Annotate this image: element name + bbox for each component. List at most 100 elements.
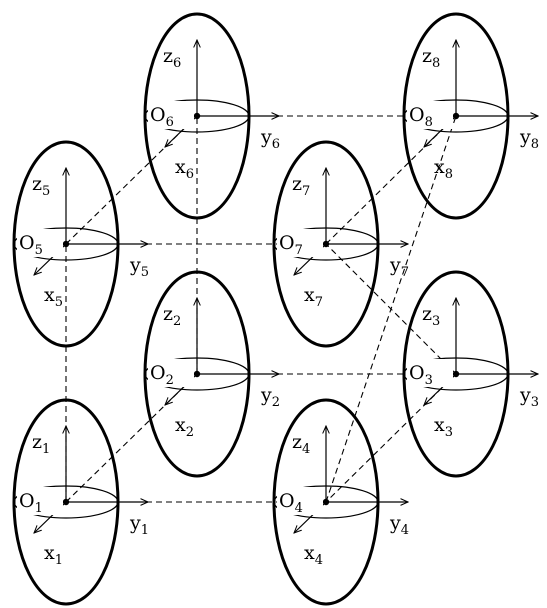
y-axis-label-5: y5 (129, 254, 149, 280)
x-axis-label-4: x4 (304, 542, 323, 568)
origin-label-1-symbol: O (19, 490, 35, 512)
origin-label-3-symbol: O (409, 362, 425, 384)
y-axis-label-3-symbol: y (519, 384, 531, 406)
z-axis-label-7-subscript: 7 (302, 184, 310, 199)
z-axis-label-5: z5 (32, 173, 50, 199)
z-axis-label-5-subscript: 5 (42, 184, 50, 199)
x-axis-label-5: x5 (44, 284, 63, 310)
z-axis-label-2: z2 (163, 303, 181, 329)
origin-label-backdrop (407, 359, 453, 387)
origin-label-1-subscript: 1 (35, 501, 43, 516)
origin-label-6-symbol: O (150, 104, 166, 126)
origin-label-3: O3 (409, 362, 433, 388)
x-axis-label-8-subscript: 8 (445, 167, 453, 182)
x-axis-label-1-subscript: 1 (55, 553, 63, 568)
z-axis-label-5-symbol: z (32, 173, 42, 195)
x-axis-label-7-subscript: 7 (315, 295, 323, 310)
x-axis-label-6-subscript: 6 (186, 167, 194, 182)
origin-label-5-subscript: 5 (35, 243, 43, 258)
z-axis-label-8-symbol: z (422, 45, 432, 67)
y-axis-label-2-subscript: 2 (272, 395, 280, 410)
origin-label-7-subscript: 7 (295, 243, 303, 258)
origin-label-8-symbol: O (409, 104, 425, 126)
x-axis-label-6: x6 (175, 156, 194, 182)
y-axis-label-3: y3 (519, 384, 539, 410)
y-axis-label-1: y1 (129, 512, 149, 538)
x-axis-label-3: x3 (434, 414, 453, 440)
origin-dot (322, 240, 330, 248)
x-axis-label-1-symbol: x (44, 542, 55, 564)
ellipsoid-nodes: z1y1x1O1z2y2x2O2z3y3x3O3z4y4x4O4z5y5x5O5… (12, 12, 539, 606)
z-axis-label-6-subscript: 6 (173, 56, 181, 71)
x-axis-label-3-subscript: 3 (445, 425, 453, 440)
z-axis-label-7-symbol: z (292, 173, 302, 195)
y-axis-label-8: y8 (519, 126, 539, 152)
x-axis-label-7-symbol: x (304, 284, 315, 306)
y-axis-label-7: y7 (389, 254, 409, 280)
origin-label-8: O8 (409, 104, 433, 130)
origin-label-6: O6 (150, 104, 174, 130)
x-axis-label-5-subscript: 5 (55, 295, 63, 310)
z-axis-label-1-symbol: z (32, 431, 42, 453)
x-axis-label-1: x1 (44, 542, 63, 568)
origin-label-backdrop (148, 101, 194, 129)
origin-label-backdrop (277, 229, 323, 257)
z-axis-label-3-subscript: 3 (432, 314, 440, 329)
origin-dot (62, 498, 70, 506)
z-axis-label-6: z6 (163, 45, 181, 71)
y-axis-label-5-subscript: 5 (141, 265, 149, 280)
origin-dot (193, 370, 201, 378)
origin-dot (62, 240, 70, 248)
x-axis-label-2-symbol: x (175, 414, 186, 436)
origin-label-4-symbol: O (279, 490, 295, 512)
origin-dot (452, 370, 460, 378)
origin-label-8-subscript: 8 (425, 115, 433, 130)
origin-label-2-subscript: 2 (166, 373, 174, 388)
x-axis-label-5-symbol: x (44, 284, 55, 306)
origin-label-5-symbol: O (19, 232, 35, 254)
y-axis-label-4-subscript: 4 (401, 523, 409, 538)
x-axis-label-4-subscript: 4 (315, 553, 323, 568)
x-axis-label-2-subscript: 2 (186, 425, 194, 440)
z-axis-label-1-subscript: 1 (42, 442, 50, 457)
origin-label-4: O4 (279, 490, 303, 516)
x-axis-label-8-symbol: x (434, 156, 445, 178)
y-axis-label-4: y4 (389, 512, 409, 538)
origin-dot (322, 498, 330, 506)
z-axis-label-2-symbol: z (163, 303, 173, 325)
z-axis-label-8-subscript: 8 (432, 56, 440, 71)
x-axis-label-8: x8 (434, 156, 453, 182)
z-axis-label-3: z3 (422, 303, 440, 329)
y-axis-label-8-subscript: 8 (531, 137, 539, 152)
origin-label-3-subscript: 3 (425, 373, 433, 388)
z-axis-label-3-symbol: z (422, 303, 432, 325)
z-axis-label-4-symbol: z (292, 431, 302, 453)
y-axis-label-7-subscript: 7 (401, 265, 409, 280)
y-axis-label-8-symbol: y (519, 126, 531, 148)
y-axis-label-4-symbol: y (389, 512, 401, 534)
y-axis-label-1-symbol: y (129, 512, 141, 534)
y-axis-label-2: y2 (260, 384, 280, 410)
y-axis-label-6: y6 (260, 126, 280, 152)
origin-label-7: O7 (279, 232, 303, 258)
x-axis-label-7: x7 (304, 284, 323, 310)
origin-dot (193, 112, 201, 120)
origin-label-backdrop (17, 229, 63, 257)
origin-label-backdrop (407, 101, 453, 129)
origin-label-backdrop (148, 359, 194, 387)
origin-label-backdrop (17, 487, 63, 515)
y-axis-label-5-symbol: y (129, 254, 141, 276)
origin-label-4-subscript: 4 (295, 501, 303, 516)
z-axis-label-6-symbol: z (163, 45, 173, 67)
x-axis-label-6-symbol: x (175, 156, 186, 178)
origin-label-backdrop (277, 487, 323, 515)
z-axis-label-4-subscript: 4 (302, 442, 310, 457)
